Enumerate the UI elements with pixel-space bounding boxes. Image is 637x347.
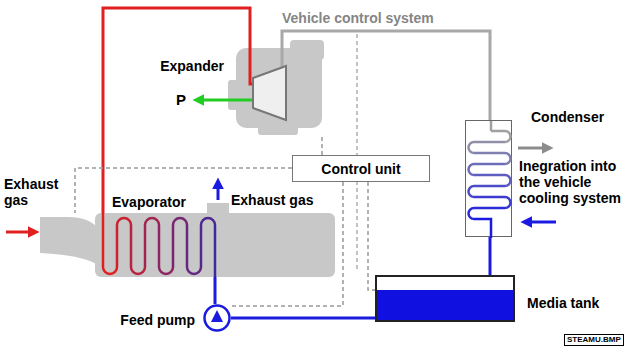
condenser-box: Condenser [465,120,512,237]
pipe-line [214,277,217,304]
coil-pipe [173,218,187,267]
coil-pipe [491,131,511,142]
part-drawing [203,304,231,332]
control-line [368,182,375,290]
expander-machine: Expander [228,40,330,135]
system-label: Vehicle control system [282,10,434,26]
system-boundary [356,34,357,270]
coil-pipe [117,218,131,267]
pipe-line [231,317,375,320]
expander-housing [228,80,244,110]
flow-label: Exhaust gas [4,176,64,208]
coil-pipe [469,164,506,175]
coil-pipe [469,186,506,197]
coil-pipe [145,218,159,267]
exhaust-inlet [40,217,98,265]
turbine-symbol [253,66,286,120]
coil-pipe [490,121,493,131]
pump-triangle [211,310,223,322]
part-label: Condenser [531,109,604,125]
power-label: P [176,92,186,108]
exhaust-in-arrow [6,231,30,234]
coil-pipe [474,153,511,164]
coil-pipe [474,175,511,186]
coil-pipe [187,225,201,274]
part-drawing [40,213,335,277]
control-unit-box: Control unit [292,155,430,182]
coil-pipe [474,197,511,208]
coil-pipe [214,225,217,277]
expander-housing [290,40,324,60]
coil-pipe [131,225,145,274]
note-label: Inegration into the vehicle cooling syst… [519,158,633,206]
coolant-in-arrow [530,221,556,224]
steam-outlet-pipe [281,40,284,68]
coolant-out-arrow [518,147,544,150]
coil-pipe [159,225,173,274]
media-tank: Media tank [375,275,515,322]
box-label: Control unit [321,161,400,177]
coil-pipe [469,142,506,153]
part-label: Feed pump [120,312,195,328]
coil-pipe [474,219,491,238]
file-label: STEAMU.BMP [564,334,624,346]
evaporator-body [95,213,335,277]
exhaust-out-arrow [217,187,220,200]
expander-housing [258,122,298,135]
coil-pipe [201,218,215,267]
exhaust-outlet [207,203,229,215]
control-line [321,135,323,155]
part-label: Evaporator [112,194,186,210]
coil-pipe [469,208,506,219]
part-drawing [466,121,513,238]
evaporator-unit: Evaporator [40,213,335,277]
pump-circle [205,306,230,331]
feed-pump-symbol: Feed pump [203,304,231,332]
pipe-line [489,237,492,275]
power-arrow [202,99,252,102]
part-label: Media tank [527,295,599,311]
part-drawing [228,40,330,135]
coil-pipe [103,213,117,274]
part-label: Expander [160,58,224,74]
pipe-line [103,8,250,213]
flow-label: Exhaust gas [231,192,313,208]
